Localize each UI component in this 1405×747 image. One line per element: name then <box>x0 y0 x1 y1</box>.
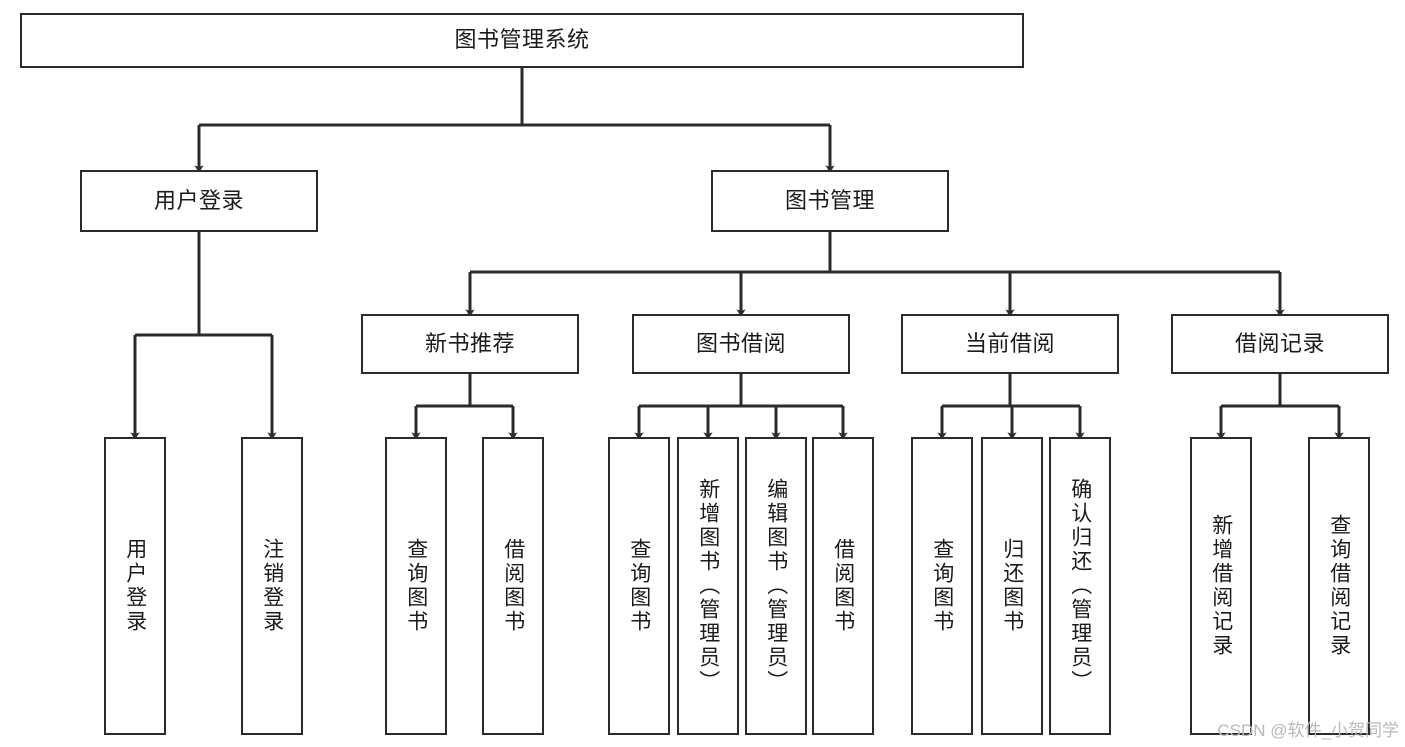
node-label: 新增借阅记录 <box>1209 514 1233 658</box>
node-leaf-8[interactable]: 借阅图书 <box>812 437 874 735</box>
connector-group <box>130 68 1344 440</box>
node-leaf-9[interactable]: 查询图书 <box>911 437 973 735</box>
node-label: 图书管理系统 <box>454 27 590 53</box>
node-label: 借阅图书 <box>501 538 525 634</box>
node-label: 用户登录 <box>153 187 244 213</box>
node-leaf-12[interactable]: 新增借阅记录 <box>1190 437 1252 735</box>
node-leaf-1[interactable]: 用户登录 <box>104 437 166 735</box>
node-label: 编辑图书（管理员） <box>764 478 788 694</box>
node-label: 查询图书 <box>404 538 428 634</box>
node-label: 归还图书 <box>1000 538 1024 634</box>
node-label: 注销登录 <box>260 538 284 634</box>
node-label: 新书推荐 <box>424 330 515 356</box>
node-label: 查询图书 <box>627 538 651 634</box>
node-label: 图书管理 <box>784 187 875 213</box>
node-label: 查询借阅记录 <box>1327 514 1351 658</box>
node-leaf-5[interactable]: 查询图书 <box>608 437 670 735</box>
node-label: 图书借阅 <box>695 330 786 356</box>
node-label: 查询图书 <box>930 538 954 634</box>
node-leaf-3[interactable]: 查询图书 <box>385 437 447 735</box>
node-label: 确认归还（管理员） <box>1068 478 1092 694</box>
node-current[interactable]: 当前借阅 <box>901 314 1119 374</box>
node-borrow[interactable]: 图书借阅 <box>632 314 850 374</box>
node-bookmgmt[interactable]: 图书管理 <box>711 170 949 232</box>
node-label: 当前借阅 <box>964 330 1055 356</box>
node-label: 用户登录 <box>123 538 147 634</box>
node-leaf-11[interactable]: 确认归还（管理员） <box>1049 437 1111 735</box>
node-label: 新增图书（管理员） <box>696 478 720 694</box>
node-leaf-13[interactable]: 查询借阅记录 <box>1308 437 1370 735</box>
node-newbook[interactable]: 新书推荐 <box>361 314 579 374</box>
node-record[interactable]: 借阅记录 <box>1171 314 1389 374</box>
node-leaf-10[interactable]: 归还图书 <box>981 437 1043 735</box>
node-label: 借阅图书 <box>831 538 855 634</box>
node-root[interactable]: 图书管理系统 <box>20 13 1024 68</box>
node-leaf-6[interactable]: 新增图书（管理员） <box>677 437 739 735</box>
node-login[interactable]: 用户登录 <box>80 170 318 232</box>
node-label: 借阅记录 <box>1234 330 1325 356</box>
node-leaf-2[interactable]: 注销登录 <box>241 437 303 735</box>
node-leaf-7[interactable]: 编辑图书（管理员） <box>745 437 807 735</box>
node-leaf-4[interactable]: 借阅图书 <box>482 437 544 735</box>
